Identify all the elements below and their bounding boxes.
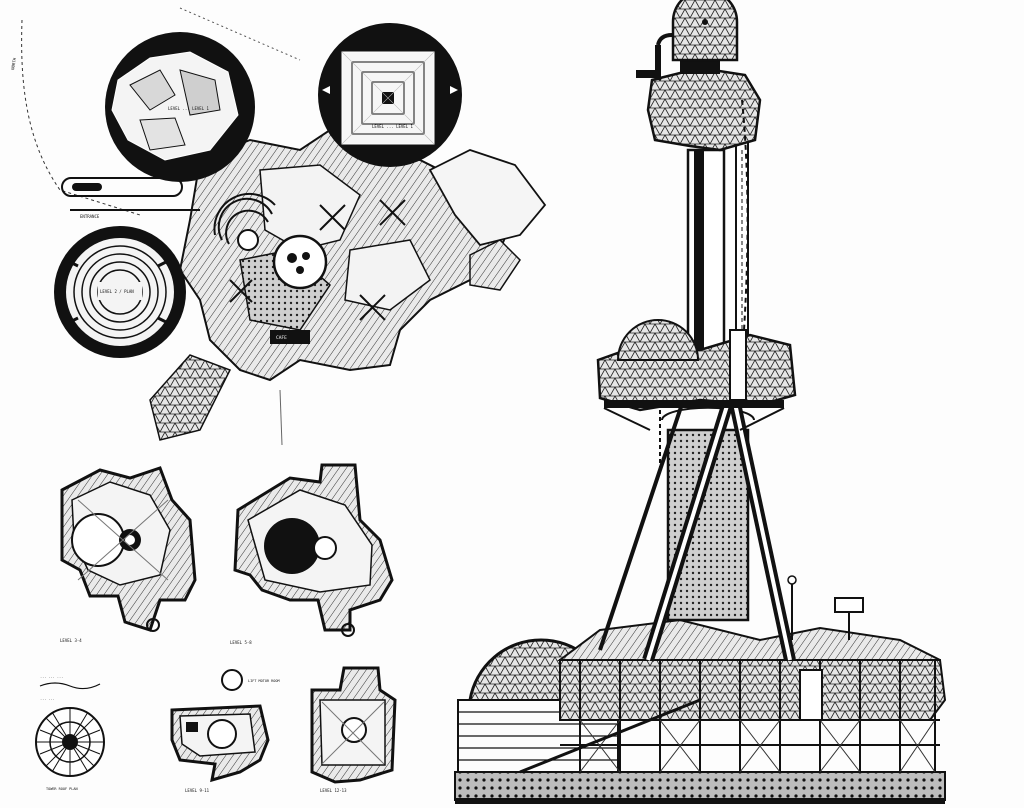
- floor-plan-2: LEVEL 5-8: [230, 463, 394, 645]
- lift-room-note: LIFT MOTOR ROOM: [248, 679, 280, 683]
- floor-plan-3: LEVEL 9-11: [170, 704, 270, 793]
- legend-line-2: ... ...: [40, 697, 55, 701]
- floor-plan-4: LEVEL 12-13: [310, 666, 397, 793]
- lift-room-symbol: [221, 669, 243, 691]
- upper-cluster: [636, 33, 762, 331]
- circle-plan-w-label: LEVEL 2 / PLAN: [100, 289, 134, 294]
- round-roof-plan: TOWER ROOF PLAN: [35, 707, 105, 791]
- floor-plan-1-caption: LEVEL 3-4: [60, 638, 82, 643]
- tower-shaft: [686, 139, 749, 382]
- circle-plan-ne-label: LEVEL ... LEVEL 1: [372, 124, 414, 129]
- geodesic-dome-top: [671, 0, 739, 62]
- floor-plan-3-caption: LEVEL 9-11: [185, 788, 210, 793]
- circle-plan-w: LEVEL 2 / PLAN: [54, 226, 186, 358]
- middle-platform: [596, 319, 797, 470]
- site-access-road: [179, 7, 301, 61]
- legend-line-1: ... ... ...: [40, 675, 63, 679]
- circle-plan-nw-label: LEVEL ... LEVEL 1: [168, 106, 210, 111]
- floor-plan-2-caption: LEVEL 5-8: [230, 640, 252, 645]
- floor-plan-1: LEVEL 3-4: [60, 466, 197, 643]
- site-plaza-circle: [272, 234, 328, 290]
- svg-text:CAFE: CAFE: [276, 335, 287, 341]
- round-roof-plan-caption: TOWER ROOF PLAN: [46, 787, 78, 791]
- tower-elevation: [454, 0, 947, 804]
- circle-plan-ne: LEVEL ... LEVEL 1: [318, 23, 462, 167]
- tower-legs: [598, 378, 796, 662]
- site-plan: NORTH ENTRANCE CAFE: [10, 7, 547, 446]
- svg-text:ENTRANCE: ENTRANCE: [80, 214, 100, 219]
- floor-plan-4-caption: LEVEL 12-13: [320, 788, 347, 793]
- ground-base: [454, 771, 946, 801]
- site-north-label: NORTH: [10, 57, 17, 70]
- circle-plan-nw: LEVEL ... LEVEL 1: [105, 32, 255, 182]
- floor-plans: LEVEL 3-4 LEVEL 5-8 LIFT MOTOR ROOM LEVE…: [35, 463, 397, 793]
